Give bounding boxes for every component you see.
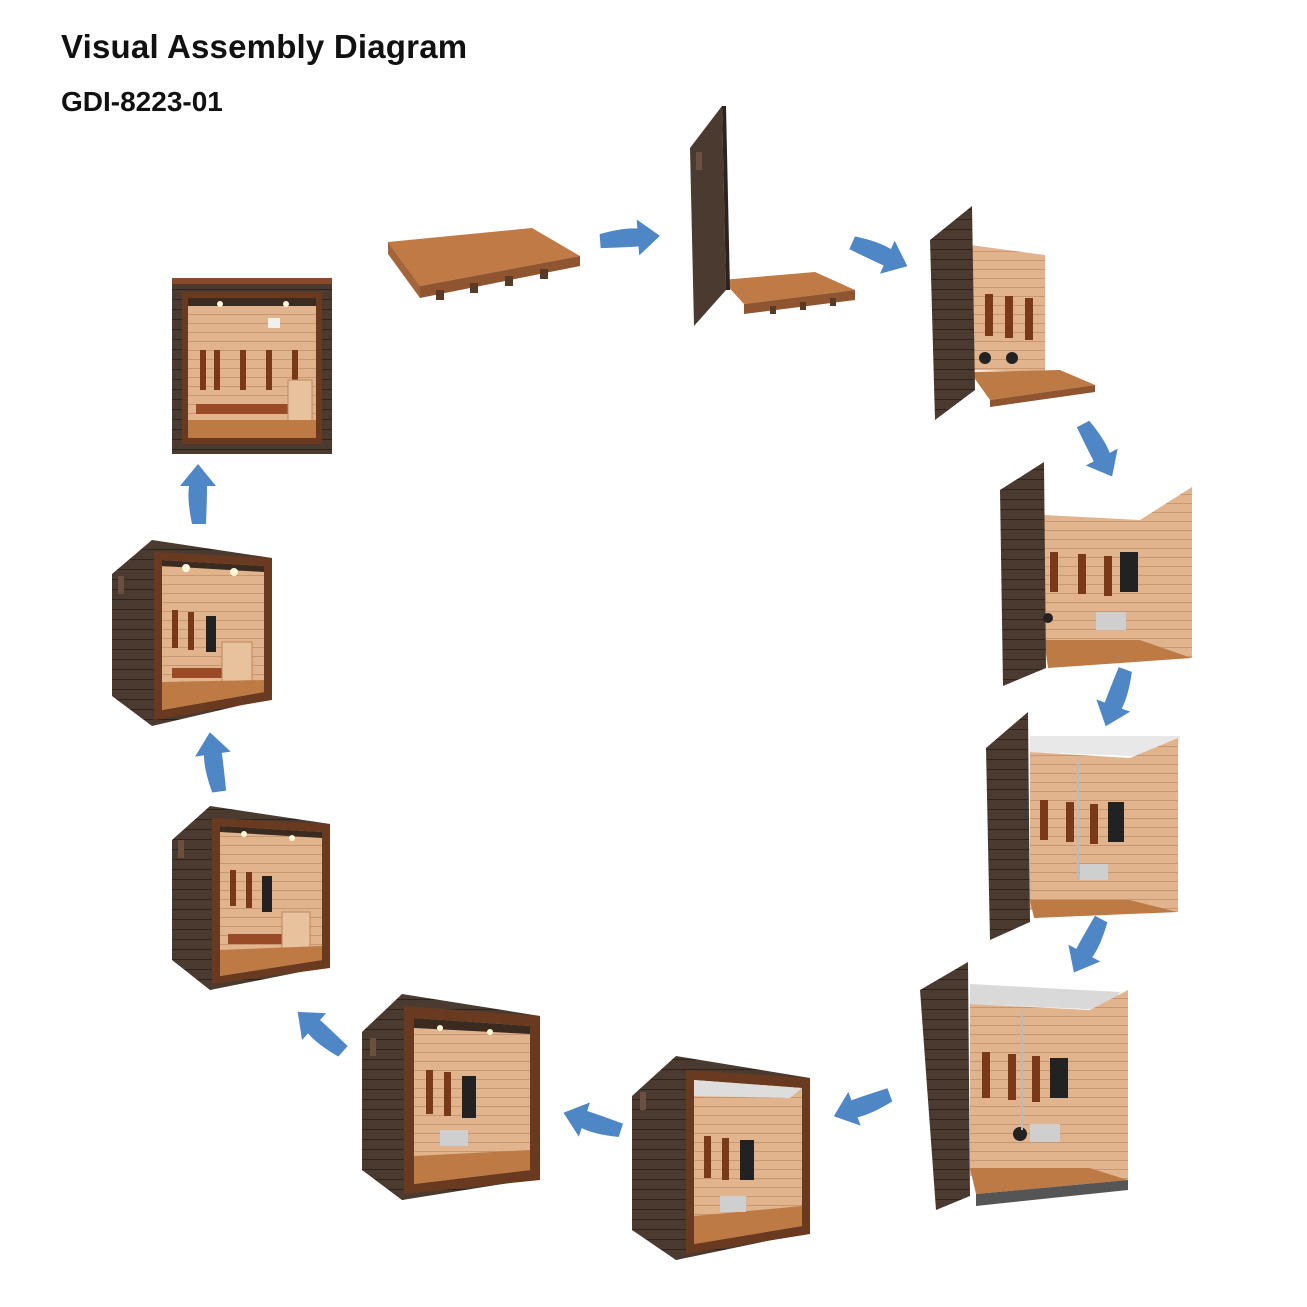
step-10-lighting (112, 540, 272, 726)
step-1-floor-base (388, 228, 580, 300)
step-6-roof-panels (920, 962, 1128, 1210)
arrow-10-icon (180, 464, 216, 524)
step-2-left-wall (690, 106, 855, 326)
step-4-right-wall (1000, 462, 1192, 686)
arrow-3-icon (1068, 415, 1128, 485)
arrow-5-icon (1058, 911, 1118, 981)
arrow-4-icon (1088, 663, 1144, 733)
arrow-8-icon (285, 998, 355, 1066)
model-number: GDI-8223-01 (61, 86, 223, 117)
arrow-2-icon (845, 225, 915, 283)
arrow-7-icon (557, 1095, 627, 1149)
step-8-front-closed (362, 994, 540, 1200)
arrow-9-icon (191, 729, 237, 795)
step-3-back-wall (930, 206, 1095, 420)
step-5-roof-frame (986, 712, 1180, 940)
page-title: Visual Assembly Diagram (61, 28, 468, 65)
arrow-6-icon (827, 1078, 897, 1134)
arrow-1-icon (598, 217, 662, 259)
step-7-front-frame (632, 1056, 810, 1260)
step-9-benches (172, 806, 330, 990)
step-11-complete-sauna (172, 278, 332, 454)
